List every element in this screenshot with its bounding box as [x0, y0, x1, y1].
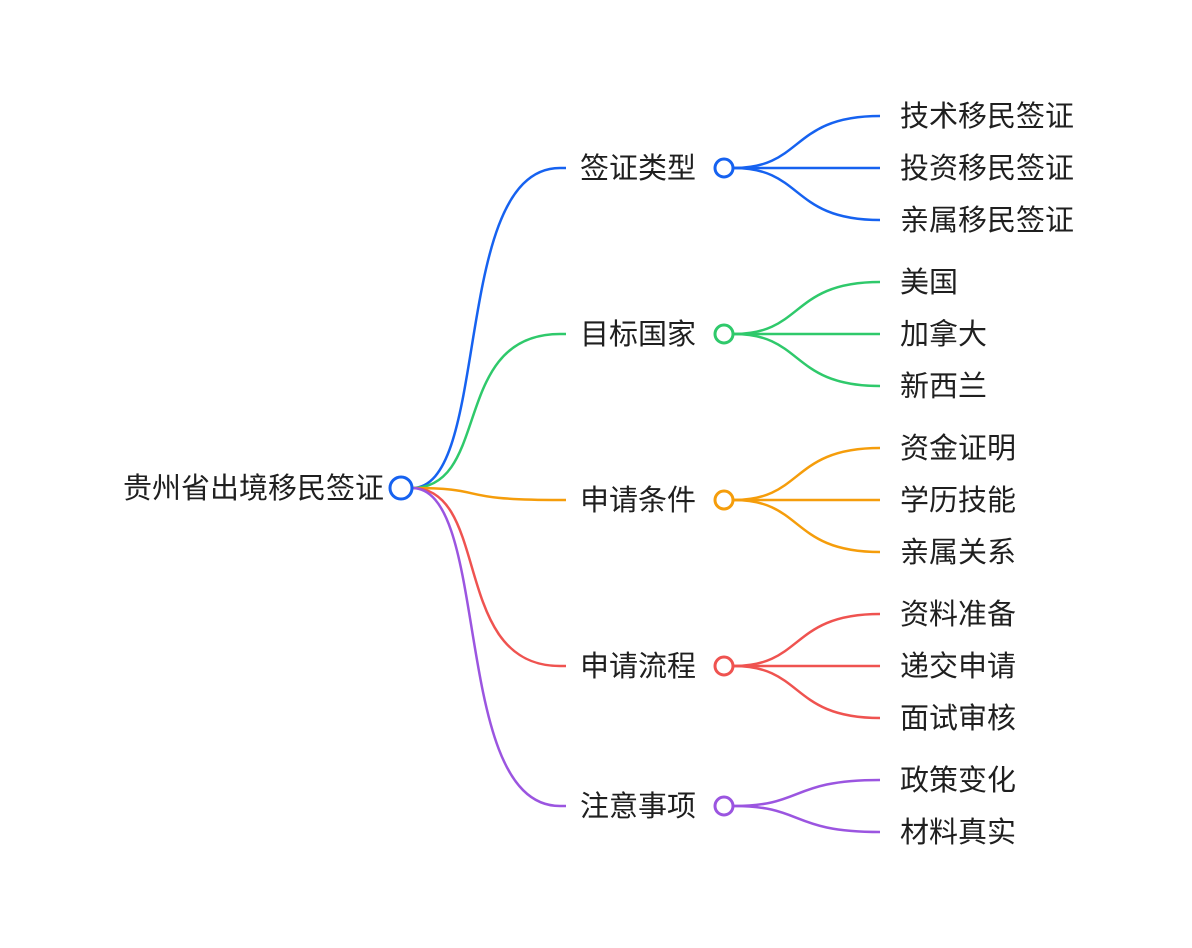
branch-node-circle-2[interactable] [713, 489, 735, 511]
child-label-0-2[interactable]: 亲属移民签证 [900, 203, 1074, 237]
edge-root-to-branch-3 [411, 486, 561, 668]
edge-branch-3-to-child-2 [733, 664, 881, 720]
root-label[interactable]: 贵州省出境移民签证 [123, 471, 384, 505]
child-label-0-0[interactable]: 技术移民签证 [900, 99, 1074, 133]
edge-branch-4-to-child-0 [733, 778, 881, 808]
edge-branch-2-to-child-2 [733, 498, 881, 554]
child-label-3-0[interactable]: 资料准备 [900, 597, 1016, 631]
branch-label-1[interactable]: 目标国家 [580, 317, 696, 351]
edge-branch-2-to-child-0 [733, 446, 881, 502]
edge-root-to-branch-1 [411, 332, 561, 490]
edge-branch-3-to-child-0 [733, 612, 881, 668]
child-label-2-0[interactable]: 资金证明 [900, 431, 1016, 465]
branch-node-circle-1[interactable] [713, 323, 735, 345]
child-label-3-1[interactable]: 递交申请 [900, 649, 1016, 683]
child-label-3-2[interactable]: 面试审核 [900, 701, 1016, 735]
child-label-1-0[interactable]: 美国 [900, 265, 958, 299]
edge-branch-1-to-child-2 [733, 332, 881, 388]
edge-root-to-branch-0 [411, 166, 561, 490]
branch-label-2[interactable]: 申请条件 [580, 483, 696, 517]
child-label-2-1[interactable]: 学历技能 [900, 483, 1016, 517]
edge-branch-4-to-child-1 [733, 804, 881, 834]
branch-label-3[interactable]: 申请流程 [580, 649, 696, 683]
child-label-1-2[interactable]: 新西兰 [900, 369, 987, 403]
branch-label-0[interactable]: 签证类型 [580, 151, 696, 185]
child-label-2-2[interactable]: 亲属关系 [900, 535, 1016, 569]
edge-branch-0-to-child-0 [733, 114, 881, 170]
branch-node-circle-0[interactable] [713, 157, 735, 179]
root-node-circle[interactable] [388, 475, 414, 501]
branch-node-circle-3[interactable] [713, 655, 735, 677]
branch-node-circle-4[interactable] [713, 795, 735, 817]
edge-branch-0-to-child-2 [733, 166, 881, 222]
edge-root-to-branch-4 [411, 486, 561, 808]
branch-label-4[interactable]: 注意事项 [580, 789, 696, 823]
edge-root-to-branch-2 [411, 486, 561, 502]
child-label-4-1[interactable]: 材料真实 [900, 815, 1016, 849]
child-label-0-1[interactable]: 投资移民签证 [900, 151, 1074, 185]
edge-branch-1-to-child-0 [733, 280, 881, 336]
mindmap-edges [411, 114, 881, 834]
child-label-1-1[interactable]: 加拿大 [900, 317, 987, 351]
child-label-4-0[interactable]: 政策变化 [900, 763, 1016, 797]
